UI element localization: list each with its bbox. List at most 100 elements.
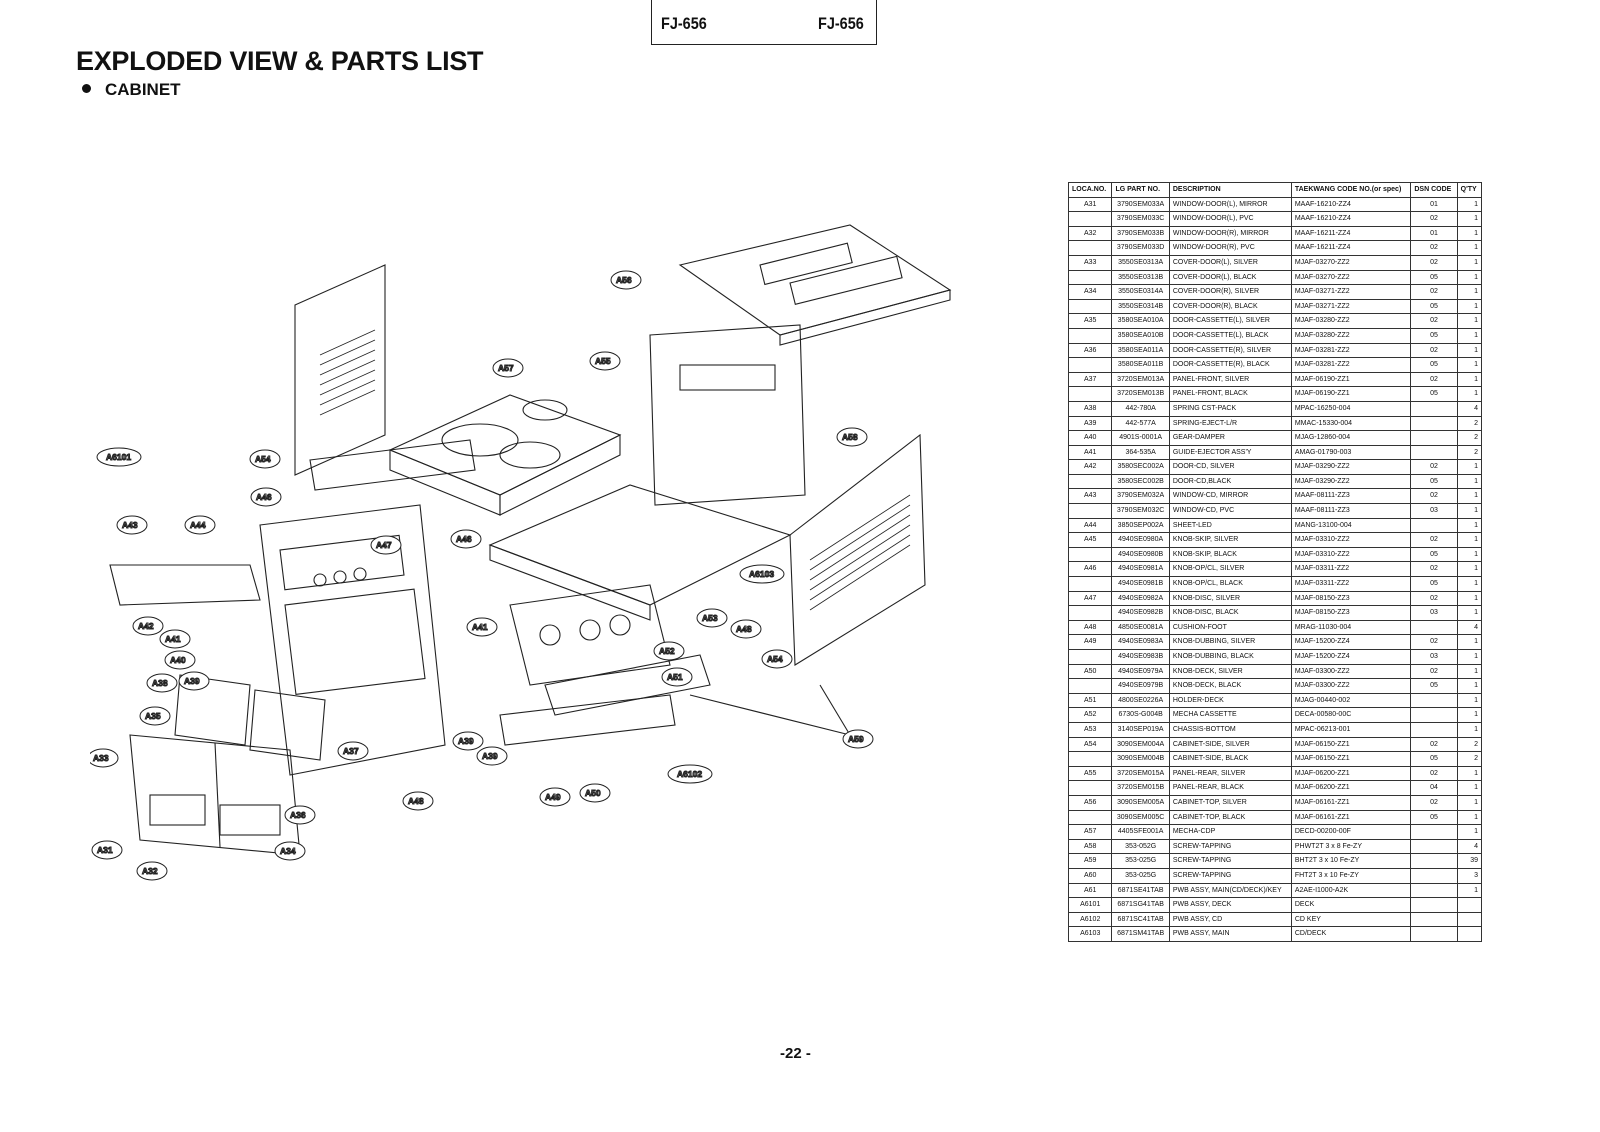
table-cell: 1 [1456,546,1483,563]
table-cell: KNOB-DECK, BLACK [1168,678,1292,694]
part-label: A39 [482,751,498,761]
pwb-cd-part [309,439,476,491]
table-cell: 4901S-0001A [1111,430,1170,446]
table-cell: 4 [1456,838,1483,855]
table-cell [1067,327,1113,344]
table-cell: A53 [1067,721,1113,738]
table-cell: DOOR-CASSETTE(R), BLACK [1168,357,1292,373]
table-cell: DECK [1290,897,1412,913]
table-cell: 1 [1456,721,1483,738]
table-cell: 02 [1410,284,1458,300]
table-cell: 3140SEP019A [1111,721,1170,738]
table-cell: 353-025G [1111,867,1170,884]
table-cell: 04 [1410,780,1458,796]
table-cell: 3 [1456,867,1483,884]
table-cell: 6871SG41TAB [1111,897,1170,913]
table-cell: MJAF-03281-ZZ2 [1290,342,1412,359]
part-label: A39 [458,736,474,746]
table-cell: AMAG-01790-003 [1290,444,1412,461]
part-label: A35 [145,711,161,721]
exploded-view-diagram: A6101 A54 A56 A55 A57 A58 A46 A43 A44 A4… [90,224,952,881]
table-cell: MJAG-12860-004 [1290,430,1412,446]
table-cell: MJAF-03271-ZZ2 [1290,284,1412,300]
table-cell: SPRING CST-PACK [1168,400,1292,417]
table-cell: A61 [1067,882,1113,899]
table-cell: MJAF-06200-ZZ1 [1290,780,1412,796]
table-cell: SPRING-EJECT-L/R [1168,415,1292,432]
part-label: A55 [595,356,611,366]
table-cell: 4940SE0980B [1111,546,1170,563]
table-cell: 1 [1456,576,1483,592]
part-label: A40 [170,655,186,665]
table-cell: 1 [1456,225,1483,242]
table-cell [1410,721,1458,738]
table-cell: A2AE-I1000-A2K [1290,882,1412,899]
table-cell: GEAR-DAMPER [1168,430,1292,446]
table-cell: 02 [1410,254,1458,271]
table-cell: MJAF-03270-ZZ2 [1290,269,1412,286]
section-label: CABINET [105,80,181,99]
table-cell: 05 [1410,327,1458,344]
table-cell: CUSHION-FOOT [1168,619,1292,636]
table-cell: 1 [1456,357,1483,373]
table-cell: A49 [1067,634,1113,650]
table-cell: 3790SEM033A [1111,196,1170,213]
table-cell: 1 [1456,254,1483,271]
table-cell [1067,809,1113,826]
table-cell: 3720SEM015B [1111,780,1170,796]
part-label: A52 [659,646,675,656]
table-cell: PWB ASSY, DECK [1168,897,1292,913]
table-cell: A46 [1067,561,1113,578]
table-cell: A35 [1067,313,1113,329]
table-cell: 3720SEM013A [1111,371,1170,388]
table-cell [1410,911,1458,928]
table-cell: MJAF-08150-ZZ3 [1290,590,1412,607]
table-cell: 2 [1456,736,1483,753]
table-cell: 4940SE0981A [1111,561,1170,578]
table-cell: 3790SEM033C [1111,211,1170,227]
table-cell: A6103 [1067,926,1113,942]
table-cell: COVER-DOOR(L), SILVER [1168,254,1292,271]
table-cell: A59 [1067,853,1113,869]
table-cell: KNOB-DISC, SILVER [1168,590,1292,607]
table-cell: 05 [1410,386,1458,402]
table-cell: MJAF-06190-ZZ1 [1290,386,1412,402]
table-cell: 2 [1456,751,1483,767]
table-cell: PANEL-REAR, SILVER [1168,765,1292,782]
part-label: A6103 [749,569,774,579]
table-cell: CABINET-TOP, BLACK [1168,809,1292,826]
table-cell: MJAF-03310-ZZ2 [1290,532,1412,548]
table-cell: DOOR-CD,BLACK [1168,473,1292,490]
table-cell [1067,386,1113,402]
table-cell [1410,444,1458,461]
table-cell: 1 [1456,605,1483,621]
table-cell [1067,576,1113,592]
table-cell: 05 [1410,546,1458,563]
table-cell: 1 [1456,649,1483,665]
table-cell [1067,780,1113,796]
table-cell: A31 [1067,196,1113,213]
table-header-row: LOCA.NO. LG PART NO. DESCRIPTION TAEKWAN… [1067,182,1483,198]
table-cell: A33 [1067,254,1113,271]
part-label: A42 [138,621,154,631]
table-cell: A48 [1067,619,1113,636]
part-label: A46 [256,492,272,502]
part-callouts: A6101 A54 A56 A55 A57 A58 A46 A43 A44 A4… [90,270,874,881]
table-cell: 01 [1410,225,1458,242]
table-cell: 442-780A [1111,400,1170,417]
part-label: A39 [184,676,200,686]
table-cell: 4940SE0982B [1111,605,1170,621]
table-cell: MJAF-03271-ZZ2 [1290,298,1412,315]
